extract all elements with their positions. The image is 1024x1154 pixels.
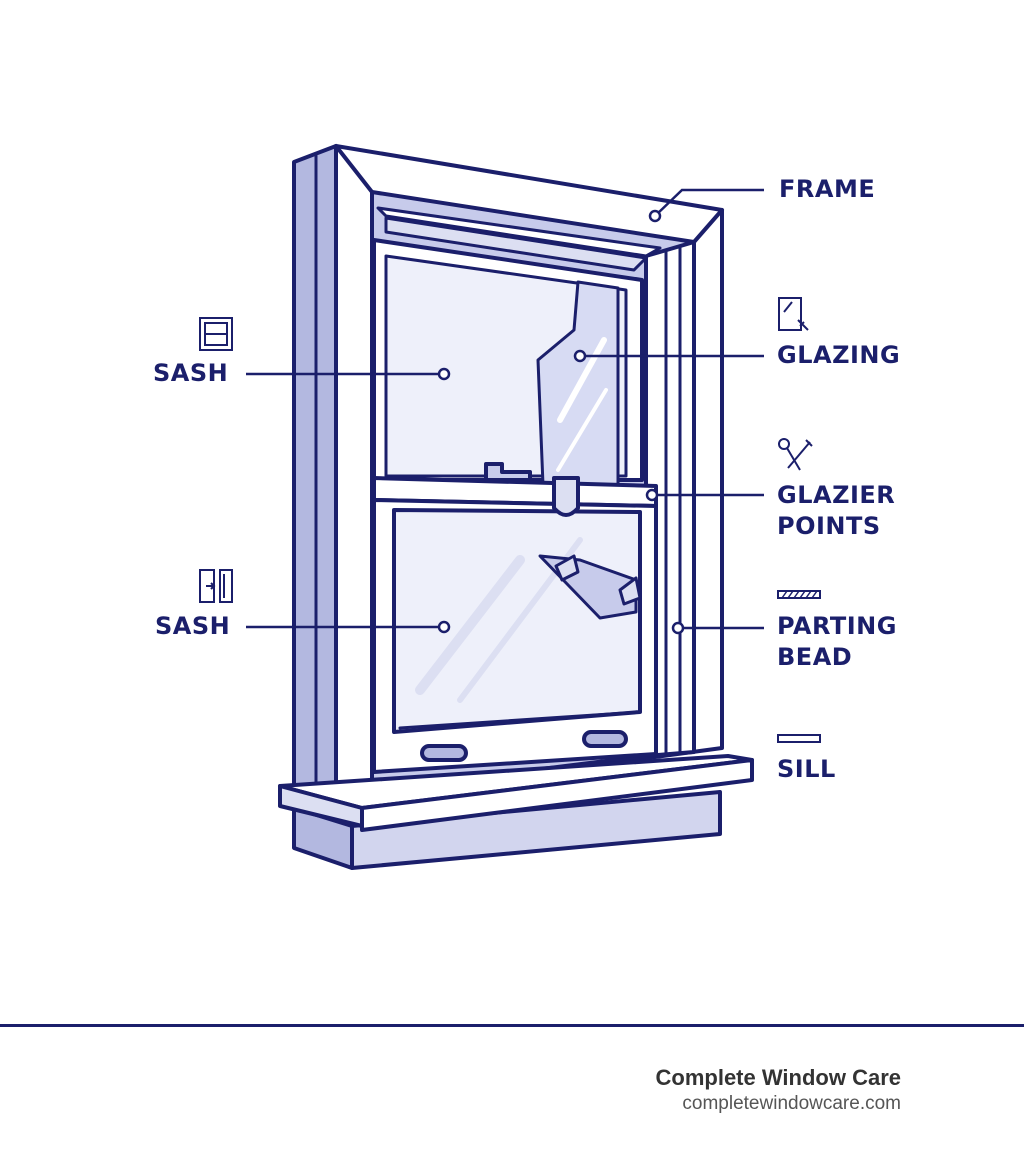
sliding-sash-icon xyxy=(200,570,232,602)
footer-divider xyxy=(0,1024,1024,1027)
lift-handle-left xyxy=(422,746,466,760)
sill-bar-icon xyxy=(778,735,820,742)
glazing-label: GLAZING xyxy=(777,340,900,371)
glazier-tools-icon xyxy=(779,439,812,470)
parting-bead-label: PARTING BEAD xyxy=(777,611,897,673)
sash-upper-label: SASH xyxy=(153,358,228,389)
footer-brand: Complete Window Care completewindowcare.… xyxy=(656,1064,902,1116)
glazier-points-label: GLAZIER POINTS xyxy=(777,480,895,542)
brand-name: Complete Window Care xyxy=(656,1064,902,1092)
frame-label: FRAME xyxy=(779,174,875,205)
sash-lower-label: SASH xyxy=(155,611,230,642)
parting-bead-strip-icon xyxy=(778,591,820,598)
glass-pane-icon xyxy=(779,298,808,330)
sill-label: SILL xyxy=(777,754,836,785)
brand-url: completewindowcare.com xyxy=(656,1092,902,1116)
lift-handle-right xyxy=(584,732,626,746)
glazier-point-clip-top xyxy=(554,478,578,515)
sash-window-icon xyxy=(200,318,232,350)
